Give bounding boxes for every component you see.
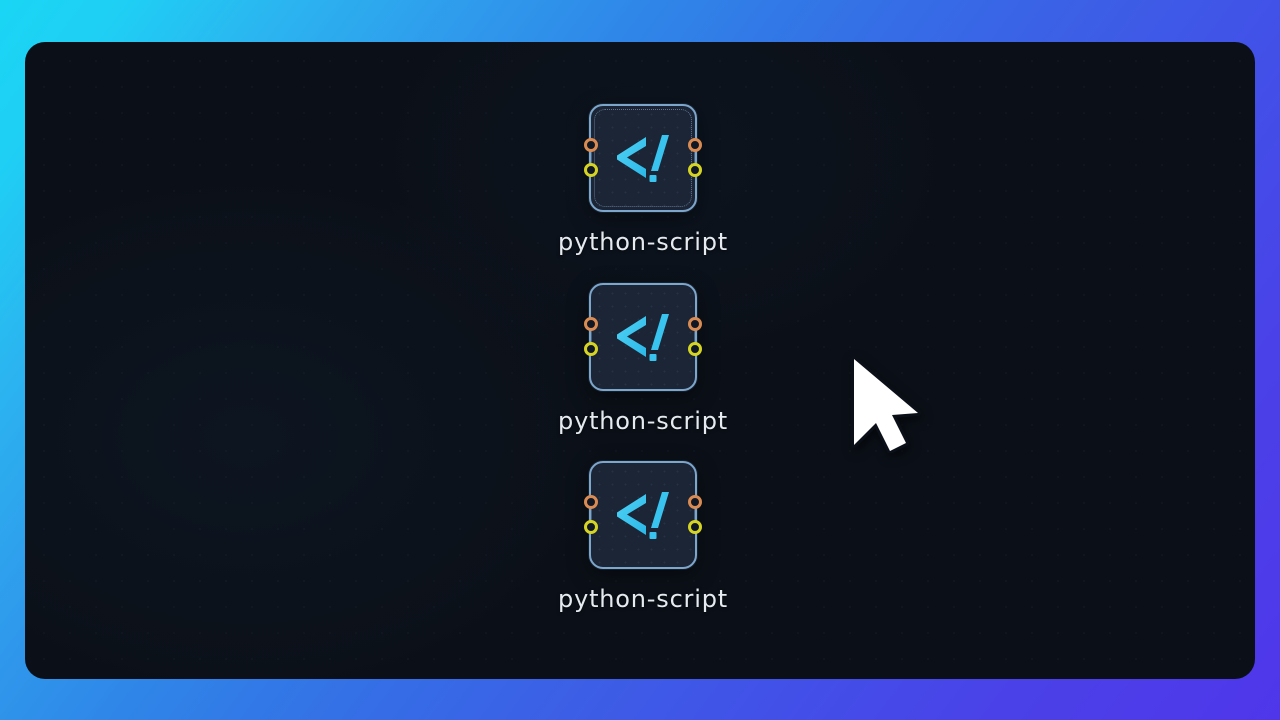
input-port-data[interactable] — [584, 520, 598, 534]
code-exclamation-icon — [617, 135, 669, 182]
input-port-error[interactable] — [584, 138, 598, 152]
input-port-error[interactable] — [584, 317, 598, 331]
left-port-rail — [590, 145, 592, 167]
node-body[interactable] — [584, 104, 702, 212]
left-port-rail — [590, 324, 592, 346]
node-label: python-script — [558, 407, 728, 435]
code-exclamation-icon — [617, 314, 669, 361]
input-port-data[interactable] — [584, 342, 598, 356]
node-editor-canvas[interactable]: python-script python-script — [25, 42, 1255, 679]
output-port-error[interactable] — [688, 495, 702, 509]
node-label: python-script — [558, 228, 728, 256]
right-port-rail — [694, 502, 696, 524]
output-port-data[interactable] — [688, 163, 702, 177]
node-group[interactable]: python-script — [513, 283, 773, 435]
node-body[interactable] — [584, 461, 702, 569]
node-group[interactable]: python-script — [513, 461, 773, 613]
input-port-error[interactable] — [584, 495, 598, 509]
input-port-data[interactable] — [584, 163, 598, 177]
node-group[interactable]: python-script — [513, 104, 773, 256]
output-port-data[interactable] — [688, 520, 702, 534]
node-body[interactable] — [584, 283, 702, 391]
node-label: python-script — [558, 585, 728, 613]
output-port-data[interactable] — [688, 342, 702, 356]
output-port-error[interactable] — [688, 138, 702, 152]
code-exclamation-icon — [617, 492, 669, 539]
output-port-error[interactable] — [688, 317, 702, 331]
right-port-rail — [694, 324, 696, 346]
left-port-rail — [590, 502, 592, 524]
right-port-rail — [694, 145, 696, 167]
